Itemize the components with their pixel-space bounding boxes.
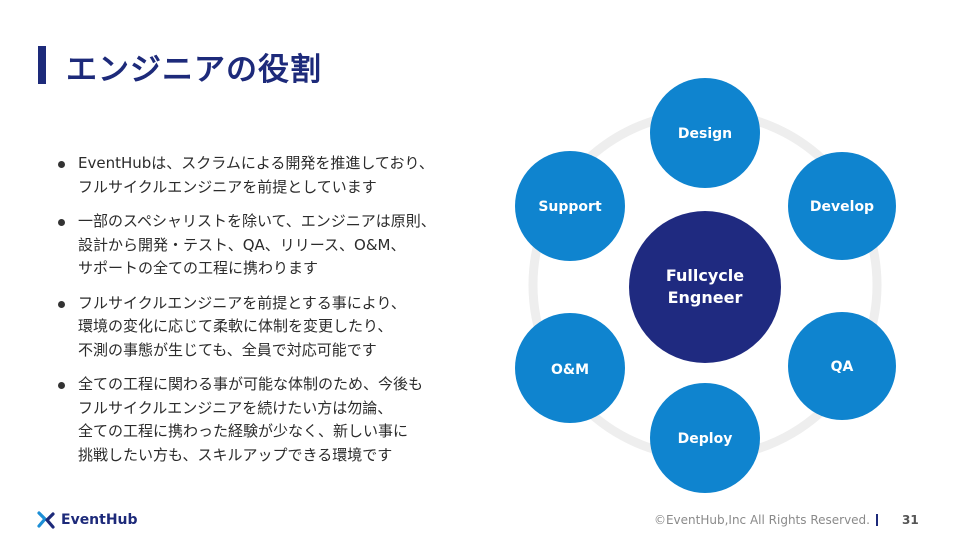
bullet-text-line: 一部のスペシャリストを除いて、エンジニアは原則、 xyxy=(78,212,436,230)
node-om: O&M xyxy=(515,313,625,423)
node-develop-label: Develop xyxy=(810,199,874,215)
node-deploy: Deploy xyxy=(650,383,760,493)
bullet-text-line: 全ての工程に関わる事が可能な体制のため、今後も xyxy=(78,375,424,393)
node-design-circle xyxy=(650,78,760,188)
bullet-text-line: 挑戦したい方も、スキルアップできる環境です xyxy=(78,445,393,464)
bullet-text-line: フルサイクルエンジニアを前提としています xyxy=(78,177,377,196)
footer-logo-text: EventHub xyxy=(61,512,138,528)
node-qa-circle xyxy=(788,312,896,420)
bullet-item: 一部のスペシャリストを除いて、エンジニアは原則、 設計から開発・テスト、QA、リ… xyxy=(58,210,488,281)
center-node: Fullcycle Engneer xyxy=(629,211,781,363)
bullet-text-line: フルサイクルエンジニアを続けたい方は勿論、 xyxy=(78,398,393,417)
bullet-text-line: EventHubは、スクラムによる開発を推進しており、 xyxy=(78,154,434,172)
bullet-item: EventHubは、スクラムによる開発を推進しており、 フルサイクルエンジニアを… xyxy=(58,152,488,199)
bullet-text-line: サポートの全ての工程に携わります xyxy=(78,259,319,277)
node-qa-label: QA xyxy=(831,359,854,375)
center-node-label-line2: Engneer xyxy=(668,288,743,307)
bullet-dot-icon xyxy=(58,300,65,308)
fullcycle-diagram: Design Develop QA Deploy O&M Support Ful… xyxy=(515,78,896,493)
eventhub-logo-icon xyxy=(37,511,55,529)
footer-logo: EventHub xyxy=(36,510,138,530)
bullet-list: EventHubは、スクラムによる開発を推進しており、 フルサイクルエンジニアを… xyxy=(58,152,488,478)
bullet-item: フルサイクルエンジニアを前提とする事により、 環境の変化に応じて柔軟に体制を変更… xyxy=(58,292,488,363)
node-design-label: Design xyxy=(678,126,732,142)
node-deploy-circle xyxy=(650,383,760,493)
footer-copyright: ©EventHub,Inc All Rights Reserved. xyxy=(653,513,870,527)
node-develop: Develop xyxy=(788,152,896,260)
node-om-label: O&M xyxy=(551,362,589,378)
node-deploy-label: Deploy xyxy=(678,431,733,447)
bullet-text-line: 全ての工程に携わった経験が少なく、新しい事に xyxy=(78,422,409,440)
node-support: Support xyxy=(515,151,625,261)
node-support-circle xyxy=(515,151,625,261)
node-om-circle xyxy=(515,313,625,423)
bullet-text-line: フルサイクルエンジニアを前提とする事により、 xyxy=(78,293,406,312)
bullet-text-line: 環境の変化に応じて柔軟に体制を変更したり、 xyxy=(78,317,393,335)
node-qa: QA xyxy=(788,312,896,420)
node-develop-circle xyxy=(788,152,896,260)
bullet-dot-icon xyxy=(58,219,65,226)
bullet-dot-icon xyxy=(58,161,65,168)
center-node-label-line1: Fullcycle xyxy=(666,266,744,285)
footer-divider xyxy=(876,514,878,526)
bullet-item: 全ての工程に関わる事が可能な体制のため、今後も フルサイクルエンジニアを続けたい… xyxy=(58,373,488,467)
center-node-circle xyxy=(629,211,781,363)
page-number: 31 xyxy=(902,513,919,527)
node-support-label: Support xyxy=(538,199,602,215)
node-design: Design xyxy=(650,78,760,188)
bullet-text-line: 設計から開発・テスト、QA、リリース、O&M、 xyxy=(78,235,406,254)
title-accent-bar xyxy=(38,46,46,84)
page-title: エンジニアの役割 xyxy=(66,52,322,88)
bullet-dot-icon xyxy=(58,382,65,389)
bullet-text-line: 不測の事態が生じても、全員で対応可能です xyxy=(78,340,377,359)
